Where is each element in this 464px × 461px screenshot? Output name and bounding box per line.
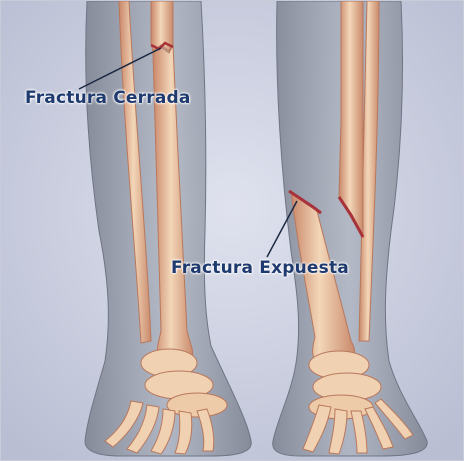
left-tibia-upper [151, 1, 173, 51]
closed-fracture-label: Fractura Cerrada [25, 88, 191, 108]
open-fracture-label: Fractura Expuesta [171, 258, 349, 278]
